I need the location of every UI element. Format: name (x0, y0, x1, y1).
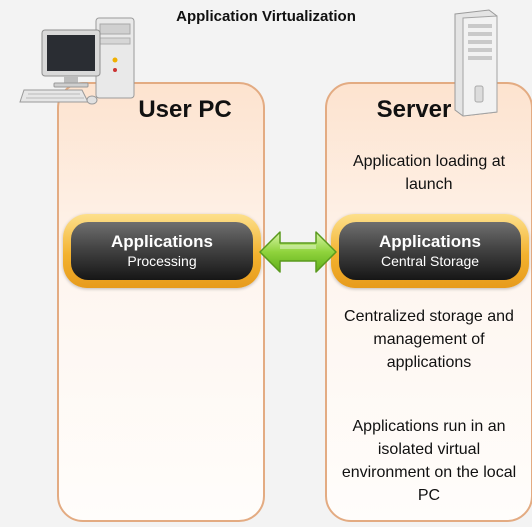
server-applications-subtitle: Central Storage (380, 253, 480, 269)
server-applications-title: Applications (378, 232, 481, 251)
server-note-isolated: Applications run in an isolated virtual … (341, 418, 517, 504)
user-pc-applications-inner: Applications Processing (71, 222, 253, 280)
server-note-loading: Application loading at launch (352, 153, 506, 193)
user-pc-applications-title: Applications (110, 232, 213, 251)
user-pc-applications-box: Applications Processing (63, 214, 261, 288)
server-applications-inner: Applications Central Storage (339, 222, 521, 280)
double-arrow-icon (259, 231, 337, 273)
desktop-computer-icon (19, 17, 135, 105)
server-note-storage: Centralized storage and management of ap… (344, 308, 514, 371)
user-pc-panel: User PC (57, 82, 265, 522)
server-panel: Server (325, 82, 532, 522)
diagram-title: Application Virtualization (176, 8, 356, 25)
server-title: Server (376, 96, 452, 123)
server-tower-icon (454, 9, 498, 117)
user-pc-applications-subtitle: Processing (127, 253, 197, 269)
server-applications-box: Applications Central Storage (331, 214, 529, 288)
user-pc-title: User PC (138, 96, 232, 123)
